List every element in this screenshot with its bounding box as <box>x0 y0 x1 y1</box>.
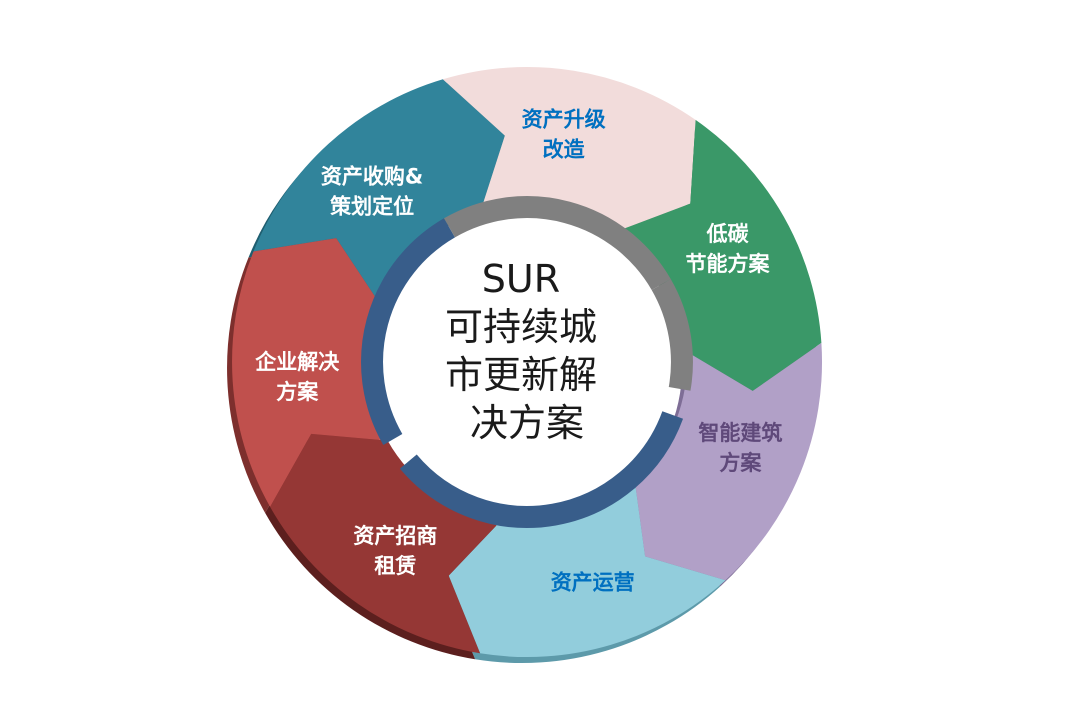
center-layer: SUR 可持续城 市更新解 决方案 <box>385 220 669 504</box>
inner-ring-arc <box>651 279 693 391</box>
segment-lowcarbon <box>618 119 822 391</box>
inner-ring-arc <box>361 218 456 445</box>
segment-label-leasing: 资产招商租赁 <box>353 524 437 578</box>
segment-label-line: 节能方案 <box>686 252 771 276</box>
center-line-2: 可持续城 <box>445 305 597 349</box>
segment-label-line: 低碳 <box>706 222 750 246</box>
segment-label-line: 资产招商 <box>353 524 437 548</box>
center-circle <box>385 220 669 504</box>
segment-labels-layer: 资产收购&策划定位资产升级改造低碳节能方案智能建筑方案资产运营资产招商租赁企业解… <box>254 108 782 595</box>
segment-label-line: 策划定位 <box>330 195 414 219</box>
segment-label-line: 方案 <box>276 380 319 404</box>
segment-label-smartbuilding: 智能建筑方案 <box>698 421 782 475</box>
center-line-3: 市更新解 <box>445 353 597 397</box>
segment-acquisition <box>253 79 505 303</box>
segment-label-line: 改造 <box>543 138 586 162</box>
segment-label-line: 资产运营 <box>551 571 635 595</box>
center-line-1: SUR <box>482 257 560 301</box>
segment-leasing <box>270 433 502 654</box>
segment-label-upgrade: 资产升级改造 <box>522 108 606 162</box>
segment-upgrade <box>442 67 696 231</box>
segment-label-line: 资产收购& <box>321 165 423 189</box>
segment-label-line: 资产升级 <box>522 108 606 132</box>
segment-label-line: 租赁 <box>374 554 416 578</box>
segment-label-line: 方案 <box>719 451 762 475</box>
center-title: SUR 可持续城 市更新解 决方案 <box>445 257 609 445</box>
inner-ring-arc <box>444 196 671 291</box>
inner-ring-layer <box>361 196 693 528</box>
segment-label-line: 智能建筑 <box>698 421 782 445</box>
center-line-4: 决方案 <box>470 401 584 445</box>
segment-enterprise <box>232 238 388 507</box>
segment-label-lowcarbon: 低碳节能方案 <box>686 222 771 276</box>
segment-label-enterprise: 企业解决方案 <box>254 350 340 404</box>
segment-label-acquisition: 资产收购&策划定位 <box>321 165 423 219</box>
segment-label-operation: 资产运营 <box>551 571 635 595</box>
segment-smartbuilding <box>634 342 823 581</box>
inner-ring-arc <box>399 411 684 528</box>
segment-label-line: 企业解决 <box>254 350 340 374</box>
